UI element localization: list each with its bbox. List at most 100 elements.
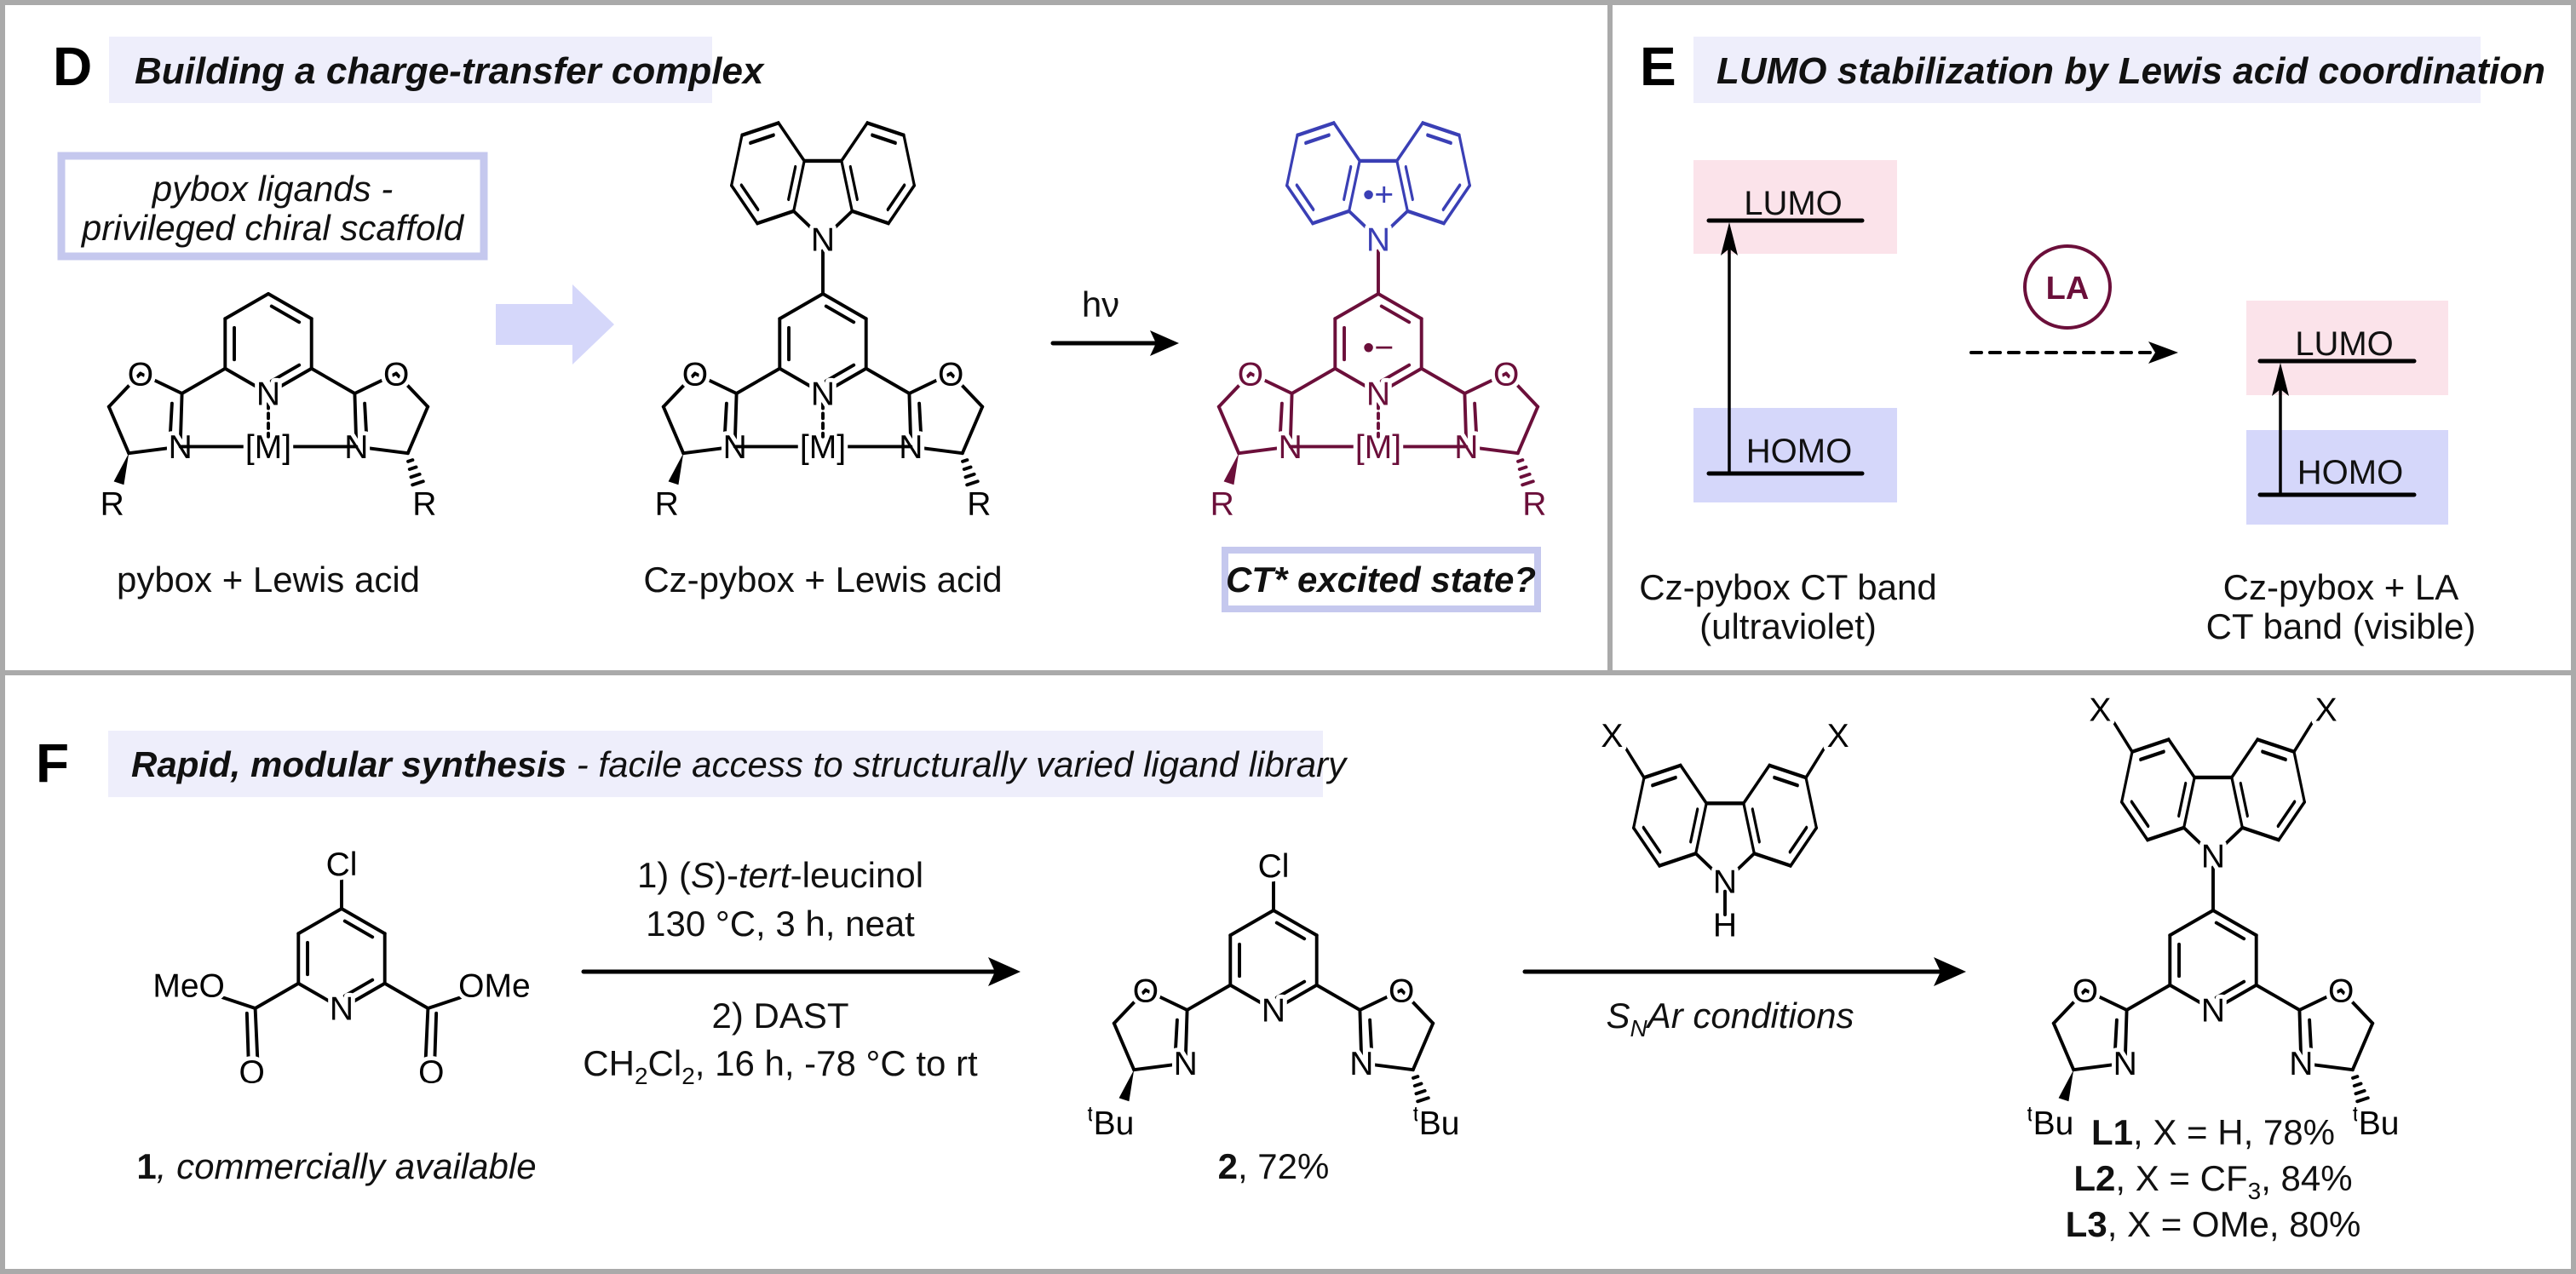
cond-sub: 2 [681, 1063, 695, 1089]
bond [106, 405, 131, 456]
double-bond [1173, 1018, 1179, 1052]
bond [1411, 1021, 1435, 1072]
bond [2125, 983, 2172, 1012]
bond [864, 366, 911, 395]
hydrogen-label: H [1713, 907, 1737, 944]
snar-part: S [1606, 996, 1630, 1036]
metal-label: [M] [1355, 429, 1401, 466]
hashed-bond [1412, 1075, 1420, 1080]
compound-desc: , commercially available [157, 1146, 537, 1186]
bond [2230, 737, 2259, 780]
bond [1421, 121, 1461, 137]
bond [296, 907, 343, 936]
compound-yield: , 72% [1238, 1146, 1329, 1186]
bond [309, 366, 357, 395]
double-bond [824, 363, 856, 383]
homo-label-left: HOMO [1746, 433, 1852, 470]
step1-part: 1) ( [637, 855, 691, 895]
bond [405, 405, 430, 456]
carbazole-skeleton [1285, 121, 1471, 241]
double-bond [2139, 749, 2165, 762]
bond [2256, 737, 2296, 754]
bond [1632, 775, 1646, 830]
bond [1463, 371, 1509, 395]
step1-part: -leucinol [791, 855, 923, 895]
bond [960, 405, 985, 456]
double-bond [342, 919, 375, 939]
bond [949, 371, 985, 409]
double-bond [1773, 775, 1799, 788]
bond [1742, 763, 1771, 806]
substituent-x-label: X [1827, 718, 1849, 755]
bond [730, 133, 744, 187]
hashed-bond [965, 479, 980, 487]
bond [2350, 1021, 2375, 1072]
pyridine-nitrogen-label: N [2201, 993, 2225, 1030]
pyridine-nitrogen-label: N [256, 376, 280, 413]
bond [740, 121, 780, 137]
oxygen-label: O [1238, 356, 1263, 393]
pyridine-nitrogen-label: N [1366, 376, 1390, 413]
bond [223, 292, 270, 321]
hashed-bond [406, 458, 415, 463]
tert-butyl-label: tBu [2353, 1103, 2400, 1143]
double-bond [2214, 921, 2246, 941]
double-bond [1274, 921, 1307, 941]
panel-f: F Rapid, modular synthesis - facile acce… [36, 731, 2360, 1244]
caption-right-line-1: Cz-pybox + LA [2223, 567, 2459, 607]
callout-line-1: pybox ligands - [151, 169, 394, 209]
bond [756, 209, 796, 226]
double-bond [2308, 1018, 2314, 1052]
bond [902, 133, 916, 187]
bond [433, 1011, 439, 1065]
bond [382, 981, 430, 1010]
compound-number: 1 [136, 1146, 156, 1186]
double-bond [917, 401, 923, 435]
oxygen-label: O [128, 356, 153, 393]
bond [2146, 825, 2186, 842]
double-bond [1689, 807, 1699, 844]
metal-label: [M] [800, 429, 846, 466]
bond [1804, 745, 1826, 780]
tbu-text: Bu [2033, 1105, 2074, 1142]
product-desc: , X = CF [2115, 1158, 2247, 1198]
double-bond [342, 978, 375, 998]
oxygen-label: O [682, 356, 708, 393]
double-bond [1473, 401, 1479, 435]
bond [821, 366, 868, 395]
double-bond [1379, 304, 1412, 324]
tbu-text: Bu [1419, 1105, 1460, 1142]
bond [821, 209, 854, 241]
carbazole: N•+ [1285, 121, 1471, 262]
wedge-bond [1118, 1070, 1135, 1102]
oxygen-label: O [383, 356, 409, 393]
bond [1237, 445, 1292, 456]
bond [2167, 737, 2196, 780]
bond [2292, 720, 2314, 754]
double-bond [824, 304, 856, 324]
bond [253, 981, 301, 1010]
bond [778, 292, 825, 321]
tbu-superscript: t [1413, 1103, 1419, 1127]
oxygen-label: O [239, 1054, 265, 1091]
bond [1624, 745, 1646, 780]
bond [734, 366, 782, 395]
double-bond [1441, 183, 1462, 212]
nitrogen-label: N [811, 221, 835, 258]
caption-left-line-2: (ultraviolet) [1699, 606, 1877, 646]
bond [2051, 1021, 2076, 1072]
oxygen-label: O [2073, 973, 2098, 1009]
product-l1-label: L1, X = H, 78% [2091, 1112, 2335, 1152]
bond [1395, 158, 1409, 214]
double-bond [739, 183, 760, 212]
bond [2120, 800, 2149, 842]
hashed-bond [409, 472, 422, 479]
bond [223, 366, 270, 395]
bond [106, 371, 142, 409]
methoxy-label: OMe [458, 967, 531, 1004]
product-l2-label: L2, X = CF3, 84% [2073, 1158, 2352, 1204]
bond [138, 371, 184, 395]
